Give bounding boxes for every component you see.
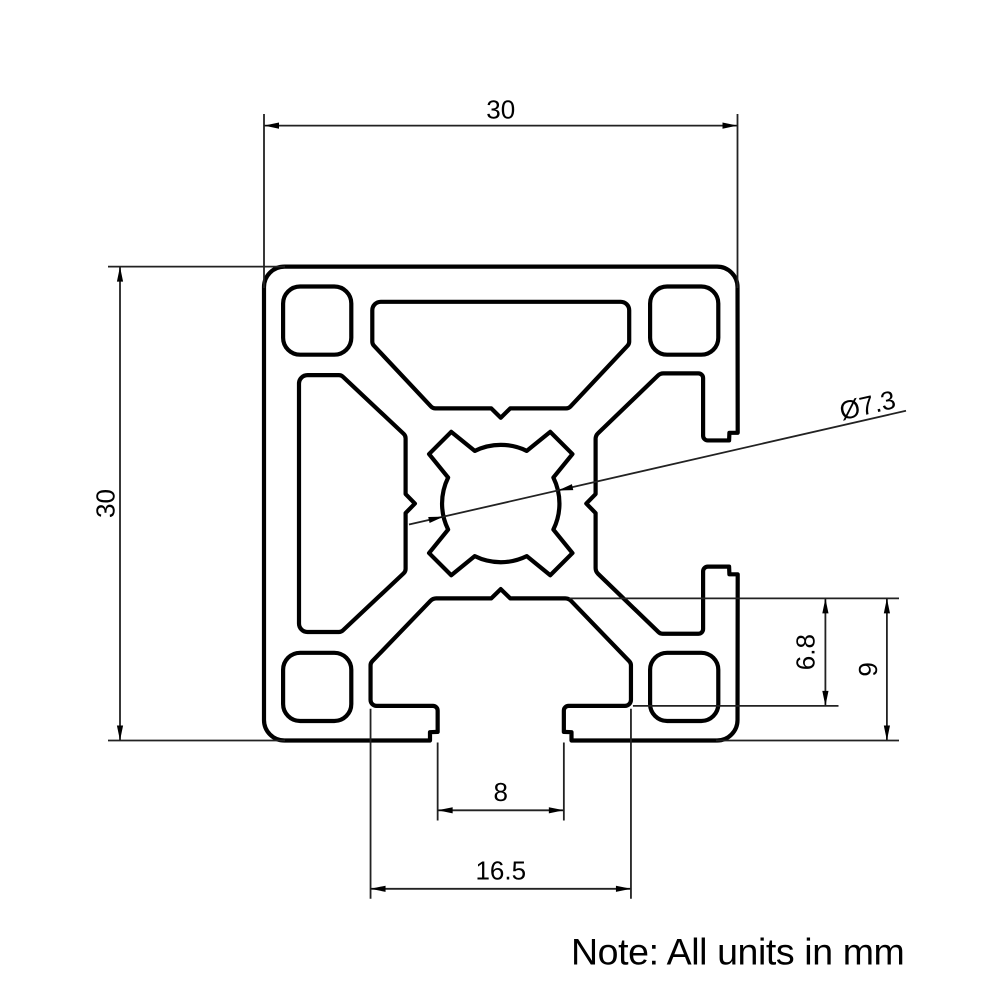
svg-text:Note: All units in mm: Note: All units in mm — [571, 931, 904, 973]
svg-text:16.5: 16.5 — [475, 856, 526, 886]
svg-text:6.8: 6.8 — [790, 634, 820, 670]
svg-text:9: 9 — [853, 662, 883, 676]
svg-text:8: 8 — [494, 777, 508, 807]
svg-text:30: 30 — [486, 94, 515, 124]
svg-text:30: 30 — [90, 489, 120, 518]
